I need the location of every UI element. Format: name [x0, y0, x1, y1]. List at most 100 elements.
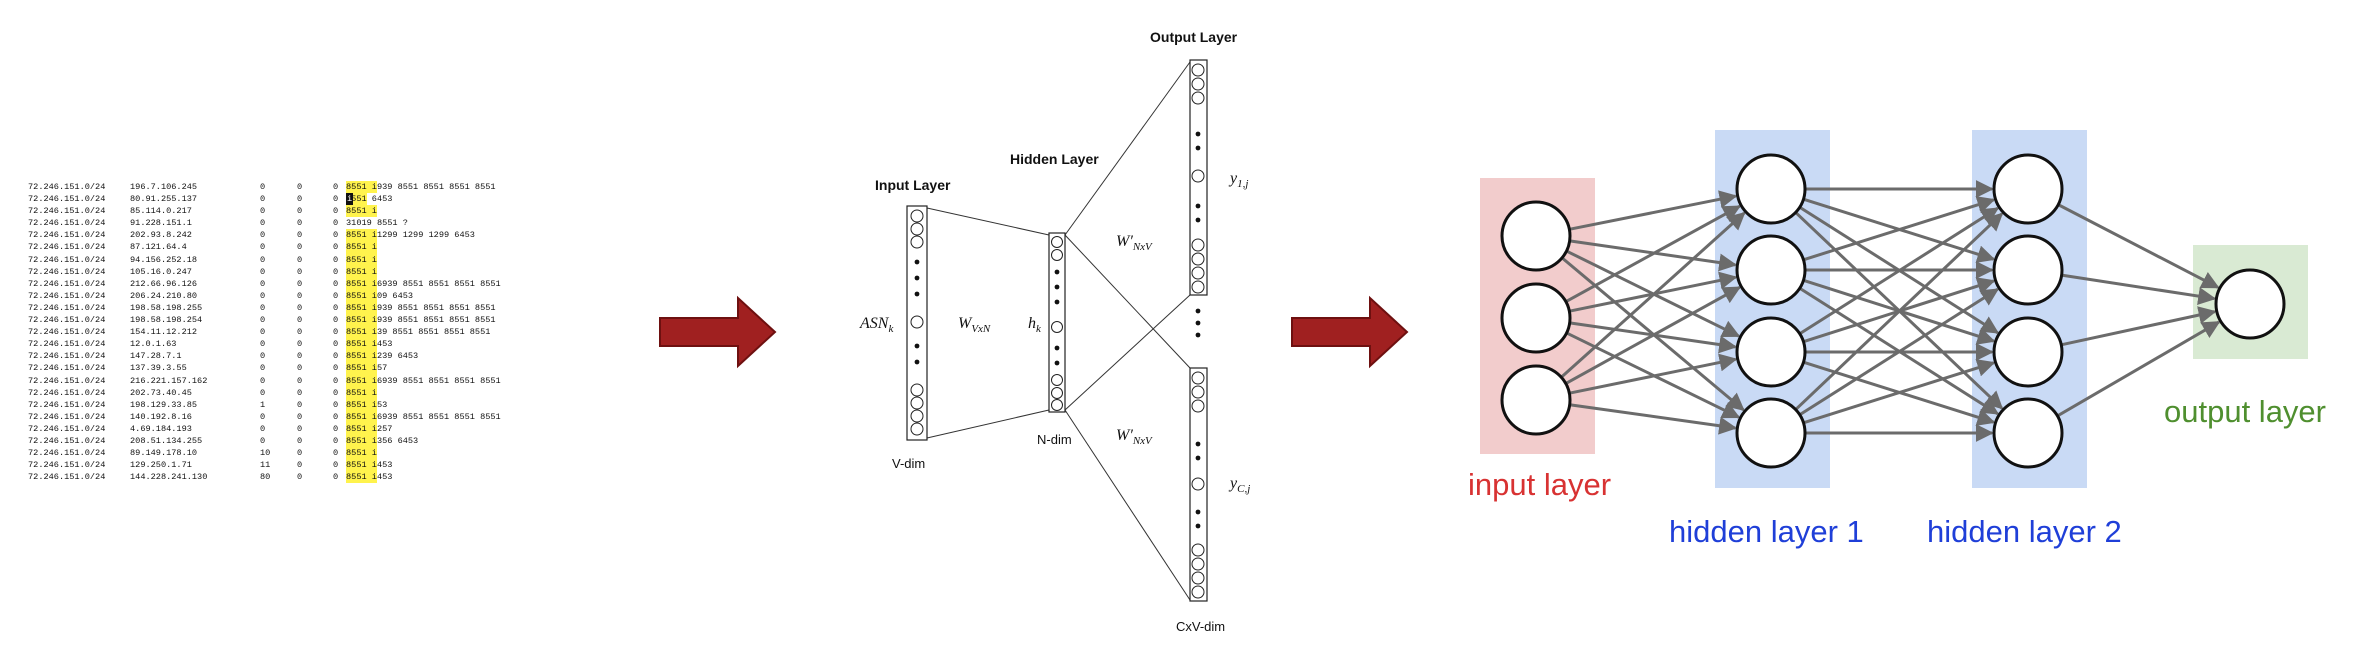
cell-prefix: 72.246.151.0/24 [28, 399, 106, 410]
hidden-layer-2-label: hidden layer 2 [1927, 514, 2122, 549]
cell-prefix: 72.246.151.0/24 [28, 194, 106, 205]
cell-metric: 0 [260, 435, 266, 446]
as-path-text: 852 6939 8551 8551 8551 8551 [346, 327, 491, 338]
cell-metric: 0 [260, 315, 266, 326]
cell-metric: 80 [260, 472, 271, 483]
ellipsis-dot [1195, 509, 1201, 515]
output-node [1191, 91, 1205, 105]
ellipsis-dot [914, 275, 920, 281]
cell-weight: 0 [333, 278, 339, 289]
cell-weight: 0 [333, 448, 339, 459]
cell-locpref: 0 [297, 230, 303, 241]
cell-locpref: 0 [297, 387, 303, 398]
input-layer-label: input layer [1468, 467, 1611, 502]
output-node [1191, 63, 1205, 77]
origin-as-highlight: 8551 i [346, 301, 377, 315]
ellipsis-dot [1054, 284, 1060, 290]
cell-weight: 0 [333, 290, 339, 301]
cell-locpref: 0 [297, 206, 303, 217]
ellipsis-dot [1195, 203, 1201, 209]
input-node [910, 235, 924, 249]
cell-prefix: 72.246.151.0/24 [28, 182, 106, 192]
connection-edge [1560, 211, 1746, 379]
cell-prefix: 72.246.151.0/24 [28, 387, 106, 398]
y-cj-label: yC,j [1228, 475, 1250, 495]
w-prime-nxv-label-2: W′NxV [1116, 427, 1153, 447]
origin-as-highlight: 8551 i [346, 459, 377, 472]
ellipsis-dot [1195, 455, 1201, 461]
input-node [910, 222, 924, 236]
cell-weight: 0 [333, 339, 339, 350]
cell-weight: 0 [333, 351, 339, 362]
cell-next-hop: 147.28.7.1 [130, 351, 182, 362]
cell-weight: 0 [333, 315, 339, 326]
cell-locpref: 0 [297, 302, 303, 313]
output-node [1191, 266, 1205, 280]
cell-prefix: 72.246.151.0/24 [28, 375, 106, 386]
output-layer-label: output layer [2164, 394, 2326, 429]
cell-metric: 0 [260, 182, 266, 192]
skip-gram-diagram: Input Layer Hidden Layer Output Layer V-… [859, 29, 1250, 634]
cell-prefix: 72.246.151.0/24 [28, 302, 106, 313]
as-path-text: 1403 6939 8551 8551 8551 8551 [346, 315, 496, 326]
as-path-text: 3549 3356 6453 [346, 435, 419, 446]
hidden-layer-title: Hidden Layer [1010, 151, 1099, 167]
cell-metric: 1 [260, 399, 266, 410]
origin-as-highlight: 8551 i [346, 410, 377, 423]
input-node [910, 383, 924, 397]
cell-metric: 0 [260, 266, 266, 277]
cell-prefix: 72.246.151.0/24 [28, 218, 106, 229]
as-path-text: 54728 6939 8551 8551 8551 8551 [346, 411, 501, 422]
cell-next-hop: 216.221.157.162 [130, 375, 208, 386]
cell-metric: 0 [260, 230, 266, 241]
origin-as-highlight: 8551 i [346, 386, 377, 399]
hidden1-neuron [1735, 153, 1807, 225]
input-layer-title: Input Layer [875, 177, 951, 193]
ellipsis-dot [914, 343, 920, 349]
input-neuron [1500, 282, 1572, 354]
cell-metric: 0 [260, 423, 266, 434]
cell-metric: 0 [260, 206, 266, 217]
input-neuron [1500, 200, 1572, 272]
cell-prefix: 72.246.151.0/24 [28, 423, 106, 434]
v-dim-label: V-dim [892, 456, 925, 471]
cell-metric: 11 [260, 460, 271, 471]
cell-metric: 0 [260, 290, 266, 301]
connection-edge [1565, 205, 1742, 303]
cell-metric: 0 [260, 387, 266, 398]
cell-next-hop: 140.192.8.16 [130, 411, 192, 422]
hidden-node [1051, 249, 1063, 261]
cell-metric: 0 [260, 278, 266, 289]
hidden2-neuron [1992, 397, 2064, 469]
cell-locpref: 0 [297, 435, 303, 446]
cell-prefix: 72.246.151.0/24 [28, 290, 106, 301]
ellipsis-dot [1195, 523, 1201, 529]
cell-prefix: 72.246.151.0/24 [28, 206, 106, 217]
cell-next-hop: 202.93.8.242 [130, 230, 192, 241]
as-path-text: 31019 8551 ? [346, 218, 408, 229]
ellipsis-dot [1195, 320, 1201, 326]
cell-locpref: 0 [297, 266, 303, 277]
cell-next-hop: 154.11.12.212 [130, 327, 198, 338]
cell-locpref: 0 [297, 218, 303, 229]
input-vector-box [906, 205, 928, 441]
cell-locpref: 0 [297, 351, 303, 362]
output-node [1191, 557, 1205, 571]
flow-arrow-2 [1291, 295, 1409, 369]
cell-next-hop: 198.58.198.254 [130, 315, 203, 326]
cell-weight: 0 [333, 218, 339, 229]
cell-prefix: 72.246.151.0/24 [28, 448, 106, 459]
cell-locpref: 0 [297, 375, 303, 386]
cell-prefix: 72.246.151.0/24 [28, 327, 106, 338]
